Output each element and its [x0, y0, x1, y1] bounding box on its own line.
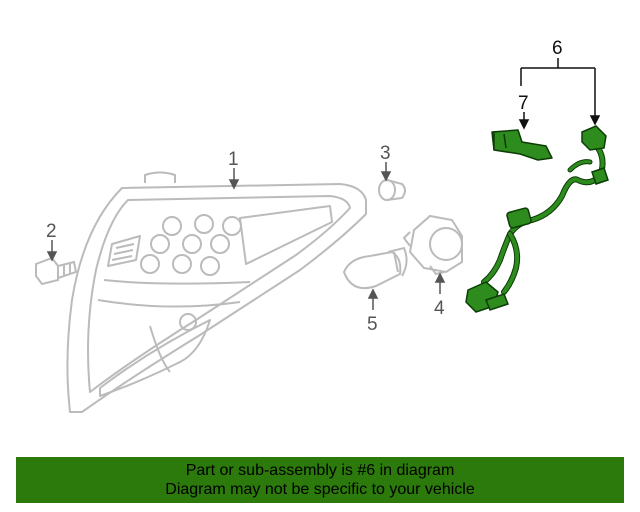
callout-3: 3 — [380, 143, 391, 164]
grommet-part — [378, 179, 406, 201]
callout-leaders-6-7 — [518, 58, 601, 130]
banner-line-1: Part or sub-assembly is #6 in diagram — [185, 462, 455, 479]
bulb-part — [342, 246, 408, 290]
info-banner: Part or sub-assembly is #6 in diagram Di… — [16, 457, 624, 503]
callout-1: 1 — [228, 149, 239, 170]
callout-7: 7 — [518, 93, 529, 114]
tail-lamp-assembly — [66, 171, 367, 413]
lamp-led-bulbs — [140, 214, 242, 276]
callout-2: 2 — [46, 221, 57, 242]
callout-leaders — [46, 162, 446, 310]
harness-connectors — [465, 125, 609, 313]
screw-part — [35, 256, 78, 286]
banner-line-2: Diagram may not be specific to your vehi… — [165, 481, 475, 498]
parts-diagram: 1 2 3 4 5 6 7 — [35, 38, 609, 413]
callout-5: 5 — [367, 314, 378, 335]
socket-part — [402, 214, 463, 276]
wiring-harness-part-6 — [481, 145, 606, 295]
connector-part-7 — [491, 129, 553, 161]
callout-4: 4 — [434, 298, 445, 319]
callout-6: 6 — [552, 38, 563, 59]
